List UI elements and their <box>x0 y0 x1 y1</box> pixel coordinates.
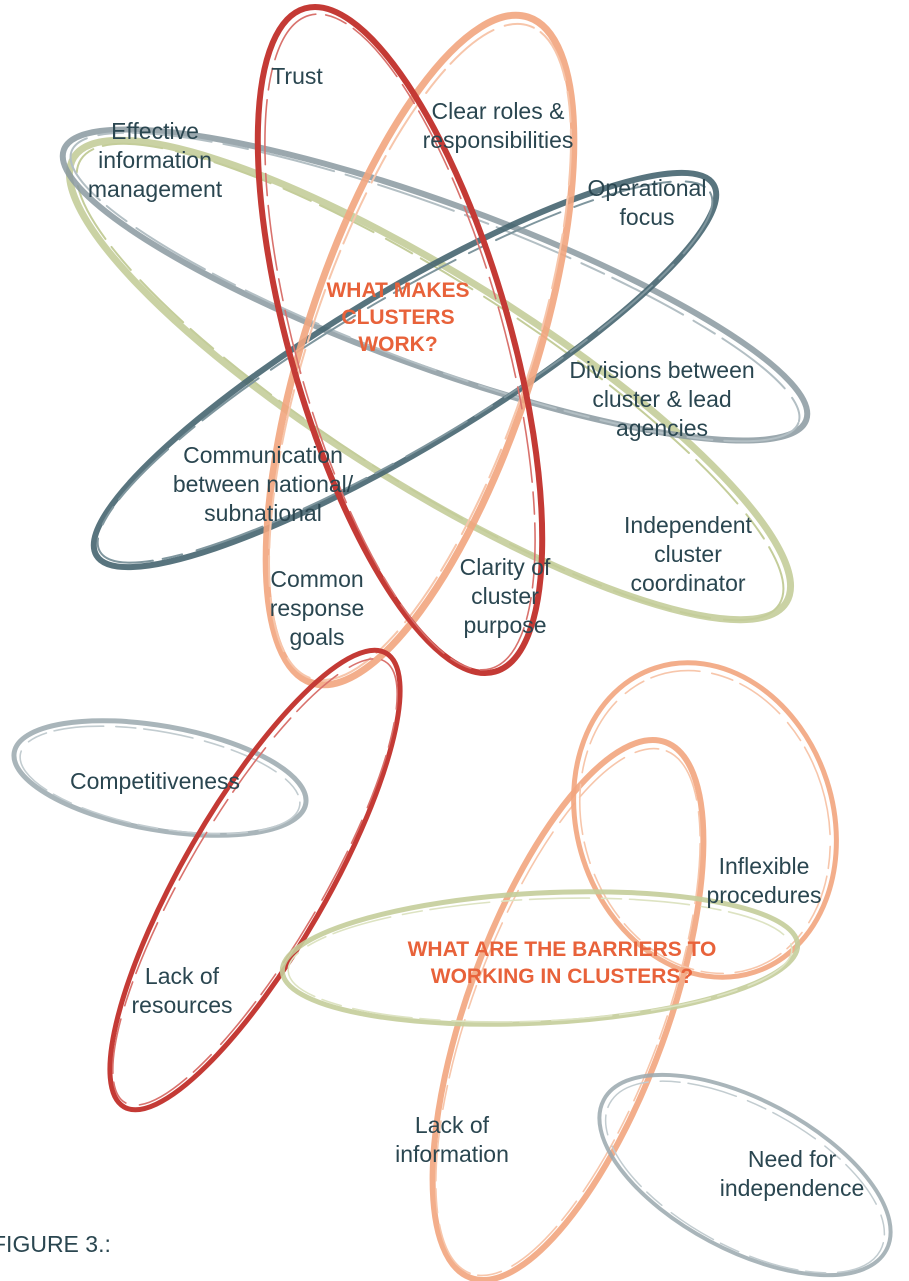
loop-slate-top <box>90 169 720 571</box>
bottom-diagram-title: WHAT ARE THE BARRIERS TO WORKING IN CLUS… <box>407 938 717 988</box>
loop-olive-barriers <box>279 889 801 1027</box>
label-trust: Trust <box>271 63 323 89</box>
loop-peach-information <box>429 737 707 1281</box>
loop-red-resources <box>107 647 403 1113</box>
label-divisions: Divisions between cluster & lead agencie… <box>569 357 755 441</box>
label-lack-of-resources: Lack of resources <box>131 963 233 1018</box>
loop-grey-competitiveness <box>11 718 309 838</box>
label-operational-focus: Operational focus <box>587 175 707 230</box>
label-common-goals: Common response goals <box>269 566 365 650</box>
label-clarity-purpose: Clarity of cluster purpose <box>459 554 551 638</box>
top-diagram-title: WHAT MAKES CLUSTERS WORK? <box>326 279 470 356</box>
label-communication: Communication between national/ subnatio… <box>172 442 354 526</box>
label-clear-roles: Clear roles & responsibilities <box>422 98 574 153</box>
figure-caption: FIGURE 3.: <box>0 1231 111 1257</box>
label-need-for-independence: Need for independence <box>719 1146 865 1201</box>
label-inflexible-procedures: Inflexible procedures <box>706 853 822 908</box>
label-lack-of-information: Lack of information <box>395 1112 509 1167</box>
loop-grey-top <box>59 126 811 444</box>
loop-red-top <box>254 3 546 677</box>
loop-grey-independence <box>597 1072 893 1278</box>
label-independent-coordinator: Independent cluster coordinator <box>624 512 752 596</box>
label-competitiveness: Competitiveness <box>69 768 241 794</box>
loop-peach-inflexible <box>571 660 839 980</box>
loop-olive-top <box>65 136 795 624</box>
label-effective-information: Effective information management <box>87 118 223 202</box>
